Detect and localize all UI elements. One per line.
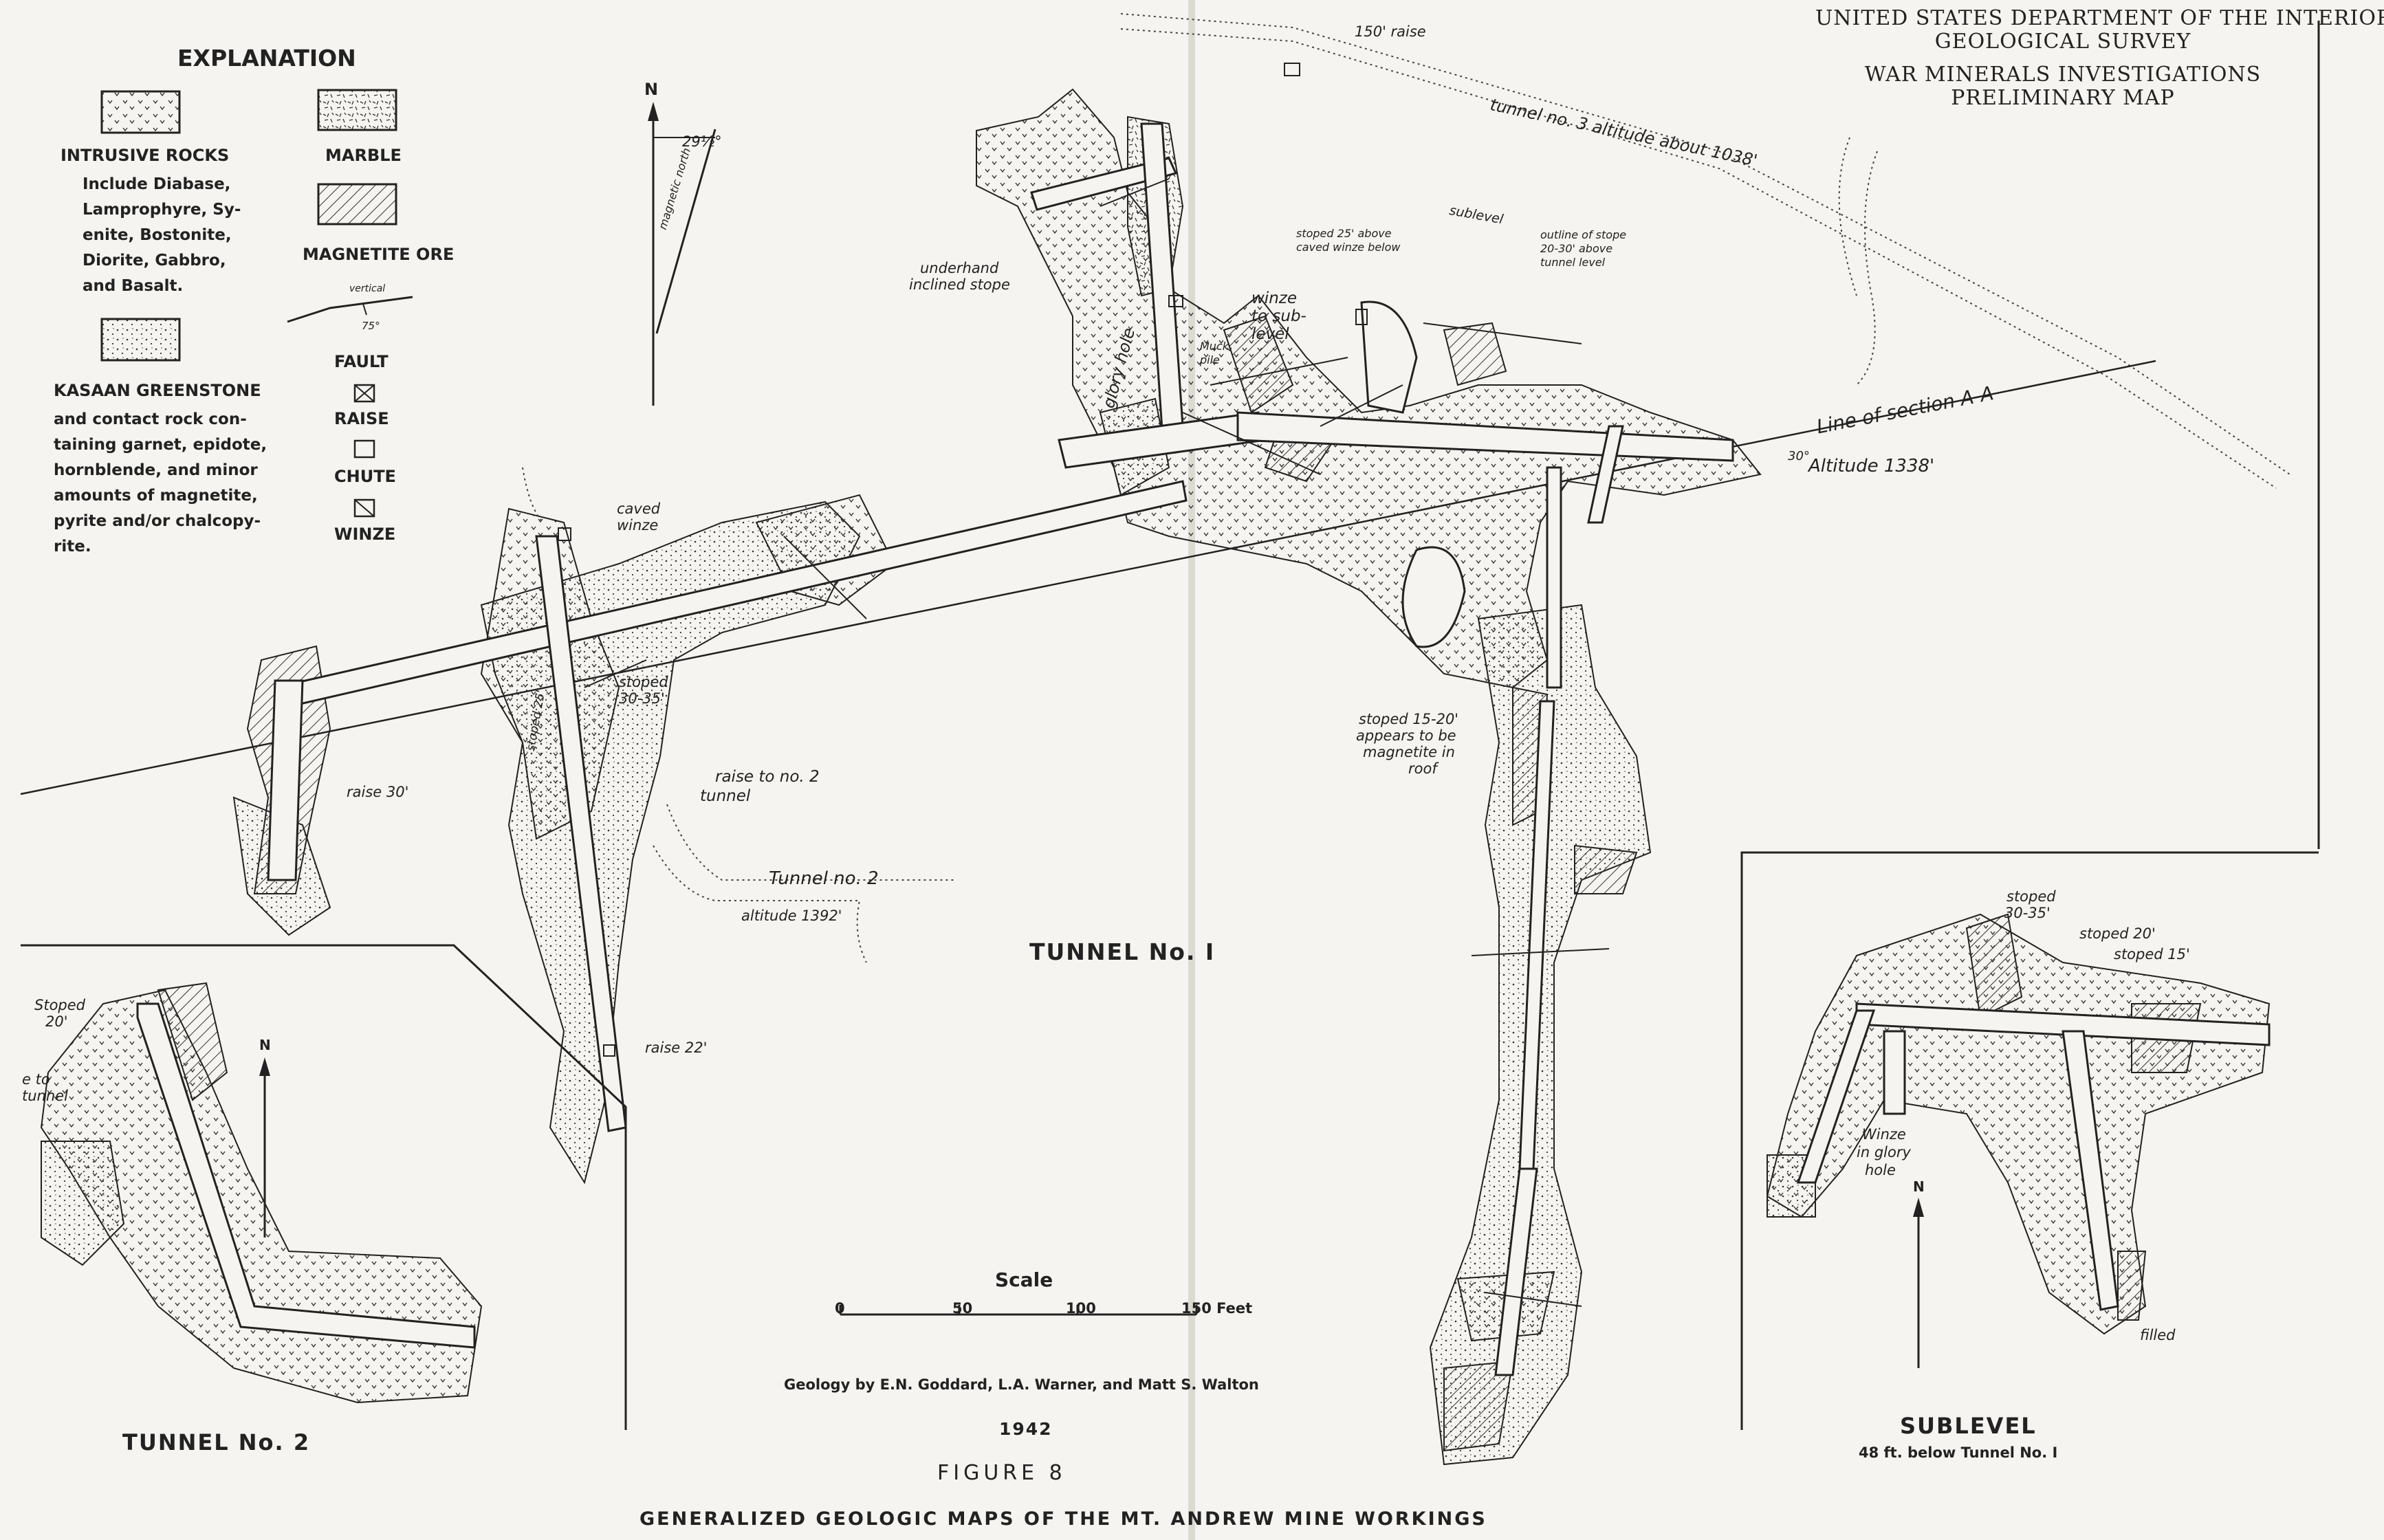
label-caved-2: winze (617, 517, 659, 534)
label-raise-22: raise 22' (645, 1040, 708, 1056)
sublevel-stoped-3035-1: stoped (2006, 888, 2056, 905)
raise-label: RAISE (334, 409, 389, 428)
kasaan-desc-3: hornblende, and minor (54, 461, 258, 479)
label-stoped-1520-1: stoped 15-20' (1359, 711, 1459, 727)
inset2-north-label: N (259, 1037, 271, 1053)
geology-credit: Geology by E.N. Goddard, L.A. Warner, an… (784, 1376, 1259, 1393)
kasaan-desc-6: rite. (54, 538, 91, 556)
label-outline-2: 20-30' above (1540, 242, 1613, 255)
tunnel-1-title: TUNNEL No. I (1029, 938, 1216, 965)
label-altitude-1392: altitude 1392' (741, 908, 842, 924)
declination-label: 29½° (682, 133, 722, 150)
marble-label: MARBLE (325, 146, 402, 165)
scale-tick-50: 50 (952, 1300, 973, 1317)
sublevel-north-label: N (1913, 1178, 1925, 1195)
label-raise-to-2-2: tunnel (700, 787, 751, 805)
intrusive-desc-4: Diorite, Gabbro, (83, 252, 226, 270)
label-stoped-25-2: caved winze below (1296, 241, 1401, 254)
label-underhand-2: inclined stope (909, 276, 1010, 293)
label-150-raise: 150' raise (1355, 23, 1426, 40)
fault-dip-label: 75° (362, 320, 380, 332)
label-stoped-1520-2: appears to be (1356, 727, 1456, 744)
inset2-raise-1: e to (22, 1071, 50, 1088)
label-muck-1: Muck (1200, 340, 1229, 353)
scale-title: Scale (995, 1268, 1053, 1291)
sublevel-title: SUBLEVEL (1900, 1413, 2037, 1439)
inset2-title: TUNNEL No. 2 (122, 1429, 311, 1455)
label-winze-sub-1: winze (1251, 289, 1298, 307)
scale-tick-0: 0 (835, 1300, 845, 1317)
label-muck-2: pile (1200, 353, 1220, 366)
inset2-stoped-1: Stoped (34, 997, 85, 1013)
scale-tick-150: 150 Feet (1181, 1300, 1253, 1317)
inset2-stoped-2: 20' (45, 1013, 68, 1030)
header-line-1: UNITED STATES DEPARTMENT OF THE INTERIOR (1815, 6, 2384, 30)
header-line-4: PRELIMINARY MAP (1951, 86, 2175, 110)
label-stoped-1520-4: roof (1408, 760, 1437, 777)
sublevel-stoped-20: stoped 20' (2079, 925, 2156, 942)
fault-label: FAULT (334, 352, 389, 371)
label-raise-to-2-1: raise to no. 2 (715, 768, 820, 786)
header-line-3: WAR MINERALS INVESTIGATIONS (1864, 63, 2262, 87)
chute-label: CHUTE (334, 467, 396, 486)
winze-label: WINZE (334, 525, 396, 544)
sublevel-winze-1: Winze (1862, 1126, 1906, 1143)
intrusive-desc-3: enite, Bostonite, (83, 226, 232, 244)
label-stoped-25-1: stoped 25' above (1296, 227, 1392, 240)
label-raise-30: raise 30' (347, 784, 409, 800)
label-section-dip: 30° (1788, 449, 1810, 463)
label-tunnel-no-2: Tunnel no. 2 (769, 868, 879, 889)
sublevel-stoped-3035-2: 30-35' (2004, 905, 2051, 921)
intrusive-desc-2: Lamprophyre, Sy- (83, 201, 241, 219)
sublevel-filled: filled (2140, 1327, 2176, 1343)
year-label: 1942 (999, 1419, 1053, 1439)
sublevel-winze-3: hole (1865, 1162, 1896, 1178)
intrusive-desc-1: Include Diabase, (83, 175, 231, 193)
intrusive-label: INTRUSIVE ROCKS (61, 146, 230, 165)
kasaan-desc-1: and contact rock con- (54, 410, 247, 428)
header-line-2: GEOLOGICAL SURVEY (1934, 30, 2191, 54)
kasaan-desc-2: taining garnet, epidote, (54, 436, 267, 454)
label-winze-sub-3: level (1251, 325, 1289, 343)
north-label: N (644, 80, 659, 99)
intrusive-desc-5: and Basalt. (83, 277, 184, 295)
label-winze-sub-2: to sub- (1251, 307, 1306, 325)
map-title: GENERALIZED GEOLOGIC MAPS OF THE MT. AND… (639, 1508, 1487, 1530)
sublevel-winze-2: in glory (1857, 1144, 1911, 1160)
sublevel-stoped-15: stoped 15' (2114, 946, 2190, 962)
kasaan-desc-4: amounts of magnetite, (54, 487, 258, 505)
label-stoped-3035-2: 30-35' (619, 690, 665, 707)
label-stoped-1520-3: magnetite in (1363, 744, 1455, 760)
figure-label: FIGURE 8 (937, 1461, 1067, 1485)
kasaan-label: KASAAN GREENSTONE (54, 381, 261, 400)
label-outline-3: tunnel level (1540, 256, 1606, 269)
sublevel-subtitle: 48 ft. below Tunnel No. I (1859, 1444, 2058, 1461)
label-stoped-3035-1: stoped (619, 674, 668, 690)
kasaan-desc-5: pyrite and/or chalcopy- (54, 512, 261, 530)
label-altitude-1338: Altitude 1338' (1808, 456, 1935, 476)
inset2-raise-2: tunnel (22, 1088, 68, 1104)
label-underhand-1: underhand (920, 260, 999, 276)
magnetite-label: MAGNETITE ORE (303, 245, 455, 264)
label-outline-1: outline of stope (1540, 228, 1627, 241)
scale-tick-100: 100 (1066, 1300, 1096, 1317)
explanation-title: EXPLANATION (177, 45, 356, 72)
fault-vertical-label: vertical (349, 283, 386, 294)
label-caved-1: caved (617, 500, 661, 517)
